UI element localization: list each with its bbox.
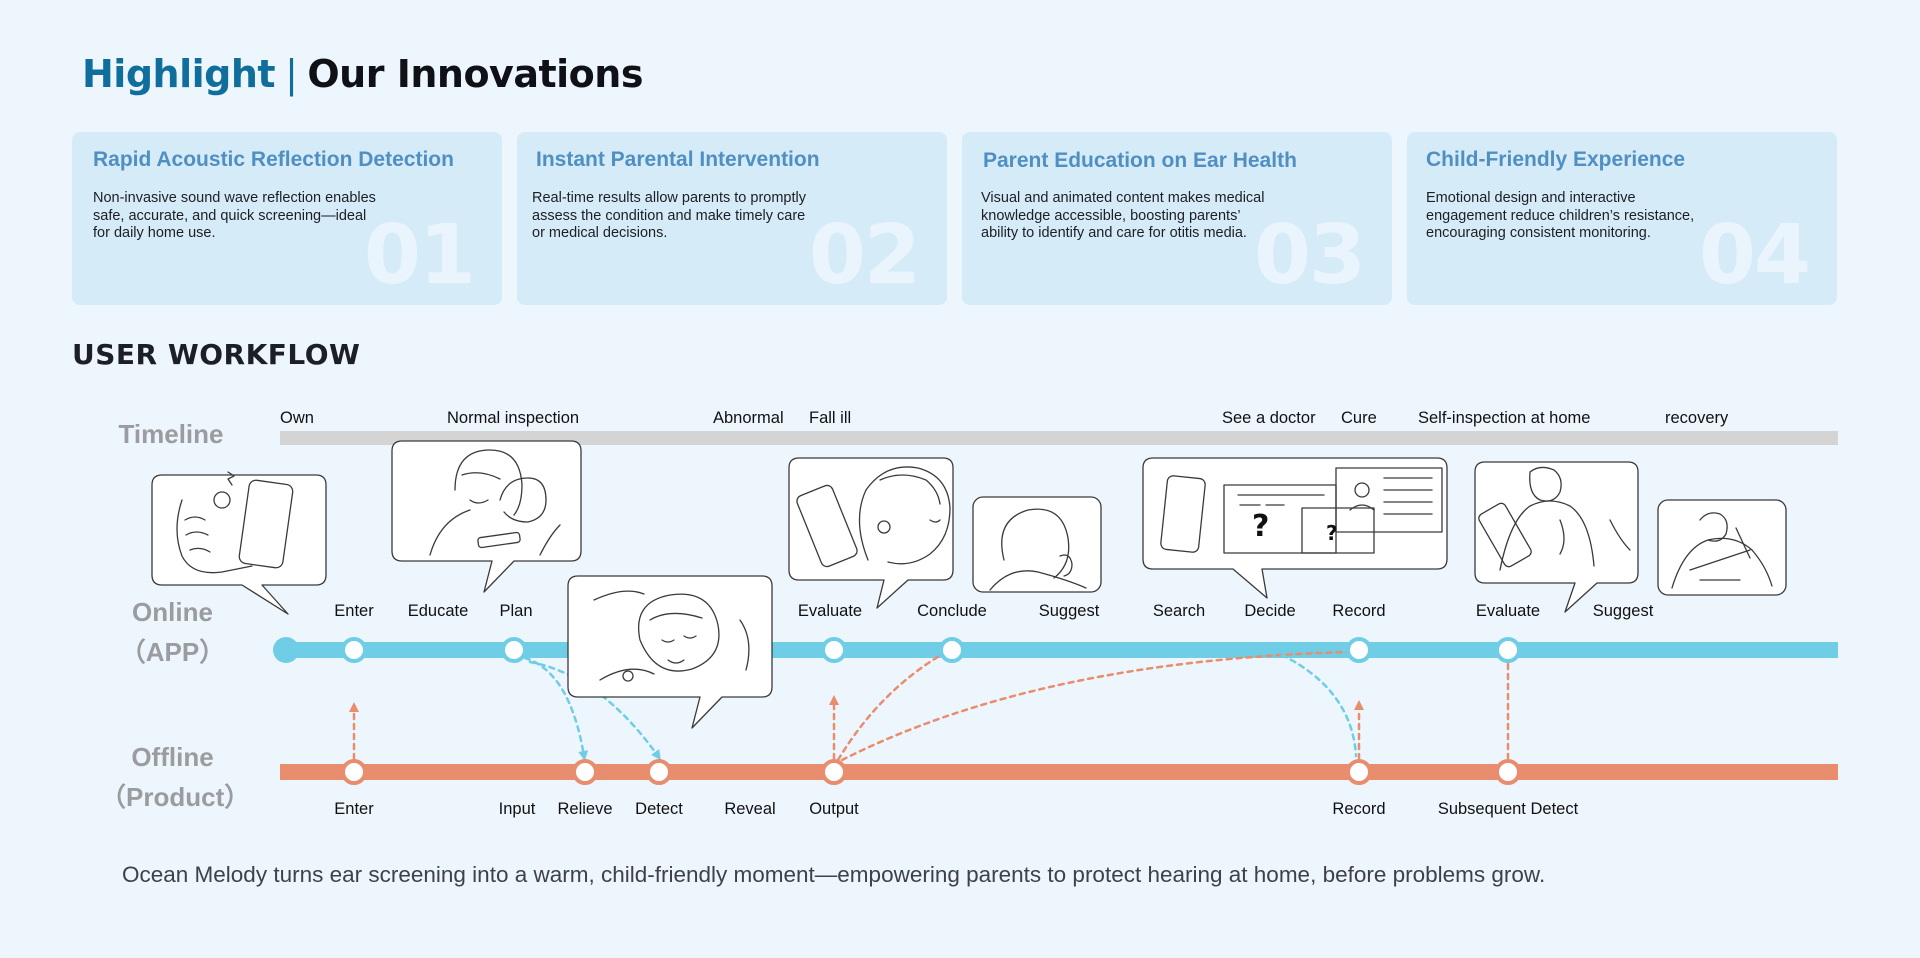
page-title: Highlight|Our Innovations xyxy=(82,52,643,96)
online-step-label: Enter xyxy=(334,602,374,620)
online-step-label: Decide xyxy=(1244,602,1296,620)
timeline-label: See a doctor xyxy=(1222,409,1316,427)
online-node xyxy=(939,637,965,663)
innovation-card-4: Child-Friendly Experience Emotional desi… xyxy=(1407,132,1837,305)
doctor-patient-icon xyxy=(1474,461,1639,613)
child-head-icon xyxy=(972,496,1102,593)
title-separator: | xyxy=(285,52,298,96)
online-node xyxy=(821,637,847,663)
mother-child-phone-icon xyxy=(391,440,582,593)
card-title: Child-Friendly Experience xyxy=(1426,148,1686,171)
online-node xyxy=(501,637,527,663)
offline-step-label: Relieve xyxy=(557,800,613,818)
innovation-cards: Rapid Acoustic Reflection Detection Non-… xyxy=(72,132,1838,305)
lane-label-offline-line1: Offline xyxy=(131,742,214,772)
lane-label-offline: Offline （Product） xyxy=(100,737,251,817)
offline-node xyxy=(821,759,847,785)
offline-step-label: Subsequent Detect xyxy=(1437,800,1579,818)
phone-hospital-question-icon: ? ? xyxy=(1142,457,1448,599)
offline-step-label: Output xyxy=(809,800,859,818)
online-step-label: Record xyxy=(1332,602,1386,620)
online-node xyxy=(1346,637,1372,663)
hand-holding-phone-icon xyxy=(151,471,327,615)
title-main: Our Innovations xyxy=(307,52,643,96)
section-title-workflow: USER WORKFLOW xyxy=(72,338,361,371)
timeline-label: Self-inspection at home xyxy=(1418,409,1591,427)
timeline-label: Cure xyxy=(1341,409,1377,427)
svg-text:?: ? xyxy=(1326,521,1338,545)
online-node xyxy=(1495,637,1521,663)
online-step-label: Evaluate xyxy=(797,602,863,620)
online-nodes xyxy=(273,637,1521,663)
online-step-label: Educate xyxy=(407,602,469,620)
online-step-label: Suggest xyxy=(1038,602,1100,620)
card-number: 01 xyxy=(363,208,476,303)
card-description: Visual and animated content makes medica… xyxy=(981,190,1265,241)
connector-arrows xyxy=(349,650,1510,762)
offline-nodes xyxy=(341,759,1521,785)
offline-node xyxy=(1495,759,1521,785)
card-description: Real-time results allow parents to promp… xyxy=(532,190,806,241)
lane-label-online-line2: （APP） xyxy=(119,637,226,667)
online-step-label: Search xyxy=(1152,602,1206,620)
card-description: Emotional design and interactive engagem… xyxy=(1426,190,1695,241)
online-start-node xyxy=(273,637,299,663)
offline-step-label: Enter xyxy=(334,800,374,818)
offline-step-label: Reveal xyxy=(724,800,776,818)
offline-step-label: Input xyxy=(498,800,536,818)
timeline-bar xyxy=(280,431,1838,445)
arrow-online-record-offline xyxy=(1280,653,1358,758)
timeline-label: recovery xyxy=(1665,409,1729,427)
lane-label-online: Online （APP） xyxy=(100,592,245,672)
card-number: 02 xyxy=(808,208,921,303)
timeline-label: Abnormal xyxy=(713,409,784,427)
card-number: 03 xyxy=(1253,208,1366,303)
lane-label-offline-line2: （Product） xyxy=(100,782,251,812)
offline-step-label: Detect xyxy=(635,800,683,818)
online-step-label: Evaluate xyxy=(1475,602,1541,620)
offline-node xyxy=(646,759,672,785)
offline-step-label: Record xyxy=(1332,800,1386,818)
arrow-output-record-online xyxy=(840,650,1352,762)
timeline-label: Fall ill xyxy=(809,409,852,427)
innovation-card-1: Rapid Acoustic Reflection Detection Non-… xyxy=(72,132,502,305)
arrow-output-conclude xyxy=(836,650,948,762)
illustrations: ? ? xyxy=(151,440,1787,729)
doctor-writing-icon xyxy=(1657,499,1787,596)
innovation-card-2: Instant Parental Intervention Real-time … xyxy=(517,132,947,305)
offline-node xyxy=(1346,759,1372,785)
lane-label-online-line1: Online xyxy=(132,597,213,627)
offline-node xyxy=(572,759,598,785)
timeline-label: Own xyxy=(280,409,314,427)
online-step-label: Suggest xyxy=(1592,602,1654,620)
svg-text:?: ? xyxy=(1252,509,1269,544)
offline-node xyxy=(341,759,367,785)
card-title: Parent Education on Ear Health xyxy=(983,149,1297,172)
card-number: 04 xyxy=(1698,208,1811,303)
offline-lane xyxy=(280,764,1838,780)
footer-tagline: Ocean Melody turns ear screening into a … xyxy=(122,862,1546,887)
online-step-label: Conclude xyxy=(917,602,987,620)
child-phone-ear-icon xyxy=(788,457,954,609)
child-lying-icon xyxy=(567,575,773,729)
card-title: Rapid Acoustic Reflection Detection xyxy=(93,148,454,171)
card-description: Non-invasive sound wave reflection enabl… xyxy=(93,190,376,241)
timeline-label: Normal inspection xyxy=(447,409,580,427)
lane-label-timeline: Timeline xyxy=(118,419,224,449)
card-title: Instant Parental Intervention xyxy=(536,148,820,171)
innovation-card-3: Parent Education on Ear Health Visual an… xyxy=(962,132,1392,305)
online-node xyxy=(341,637,367,663)
title-highlight: Highlight xyxy=(82,52,276,96)
online-step-label: Plan xyxy=(499,602,533,620)
